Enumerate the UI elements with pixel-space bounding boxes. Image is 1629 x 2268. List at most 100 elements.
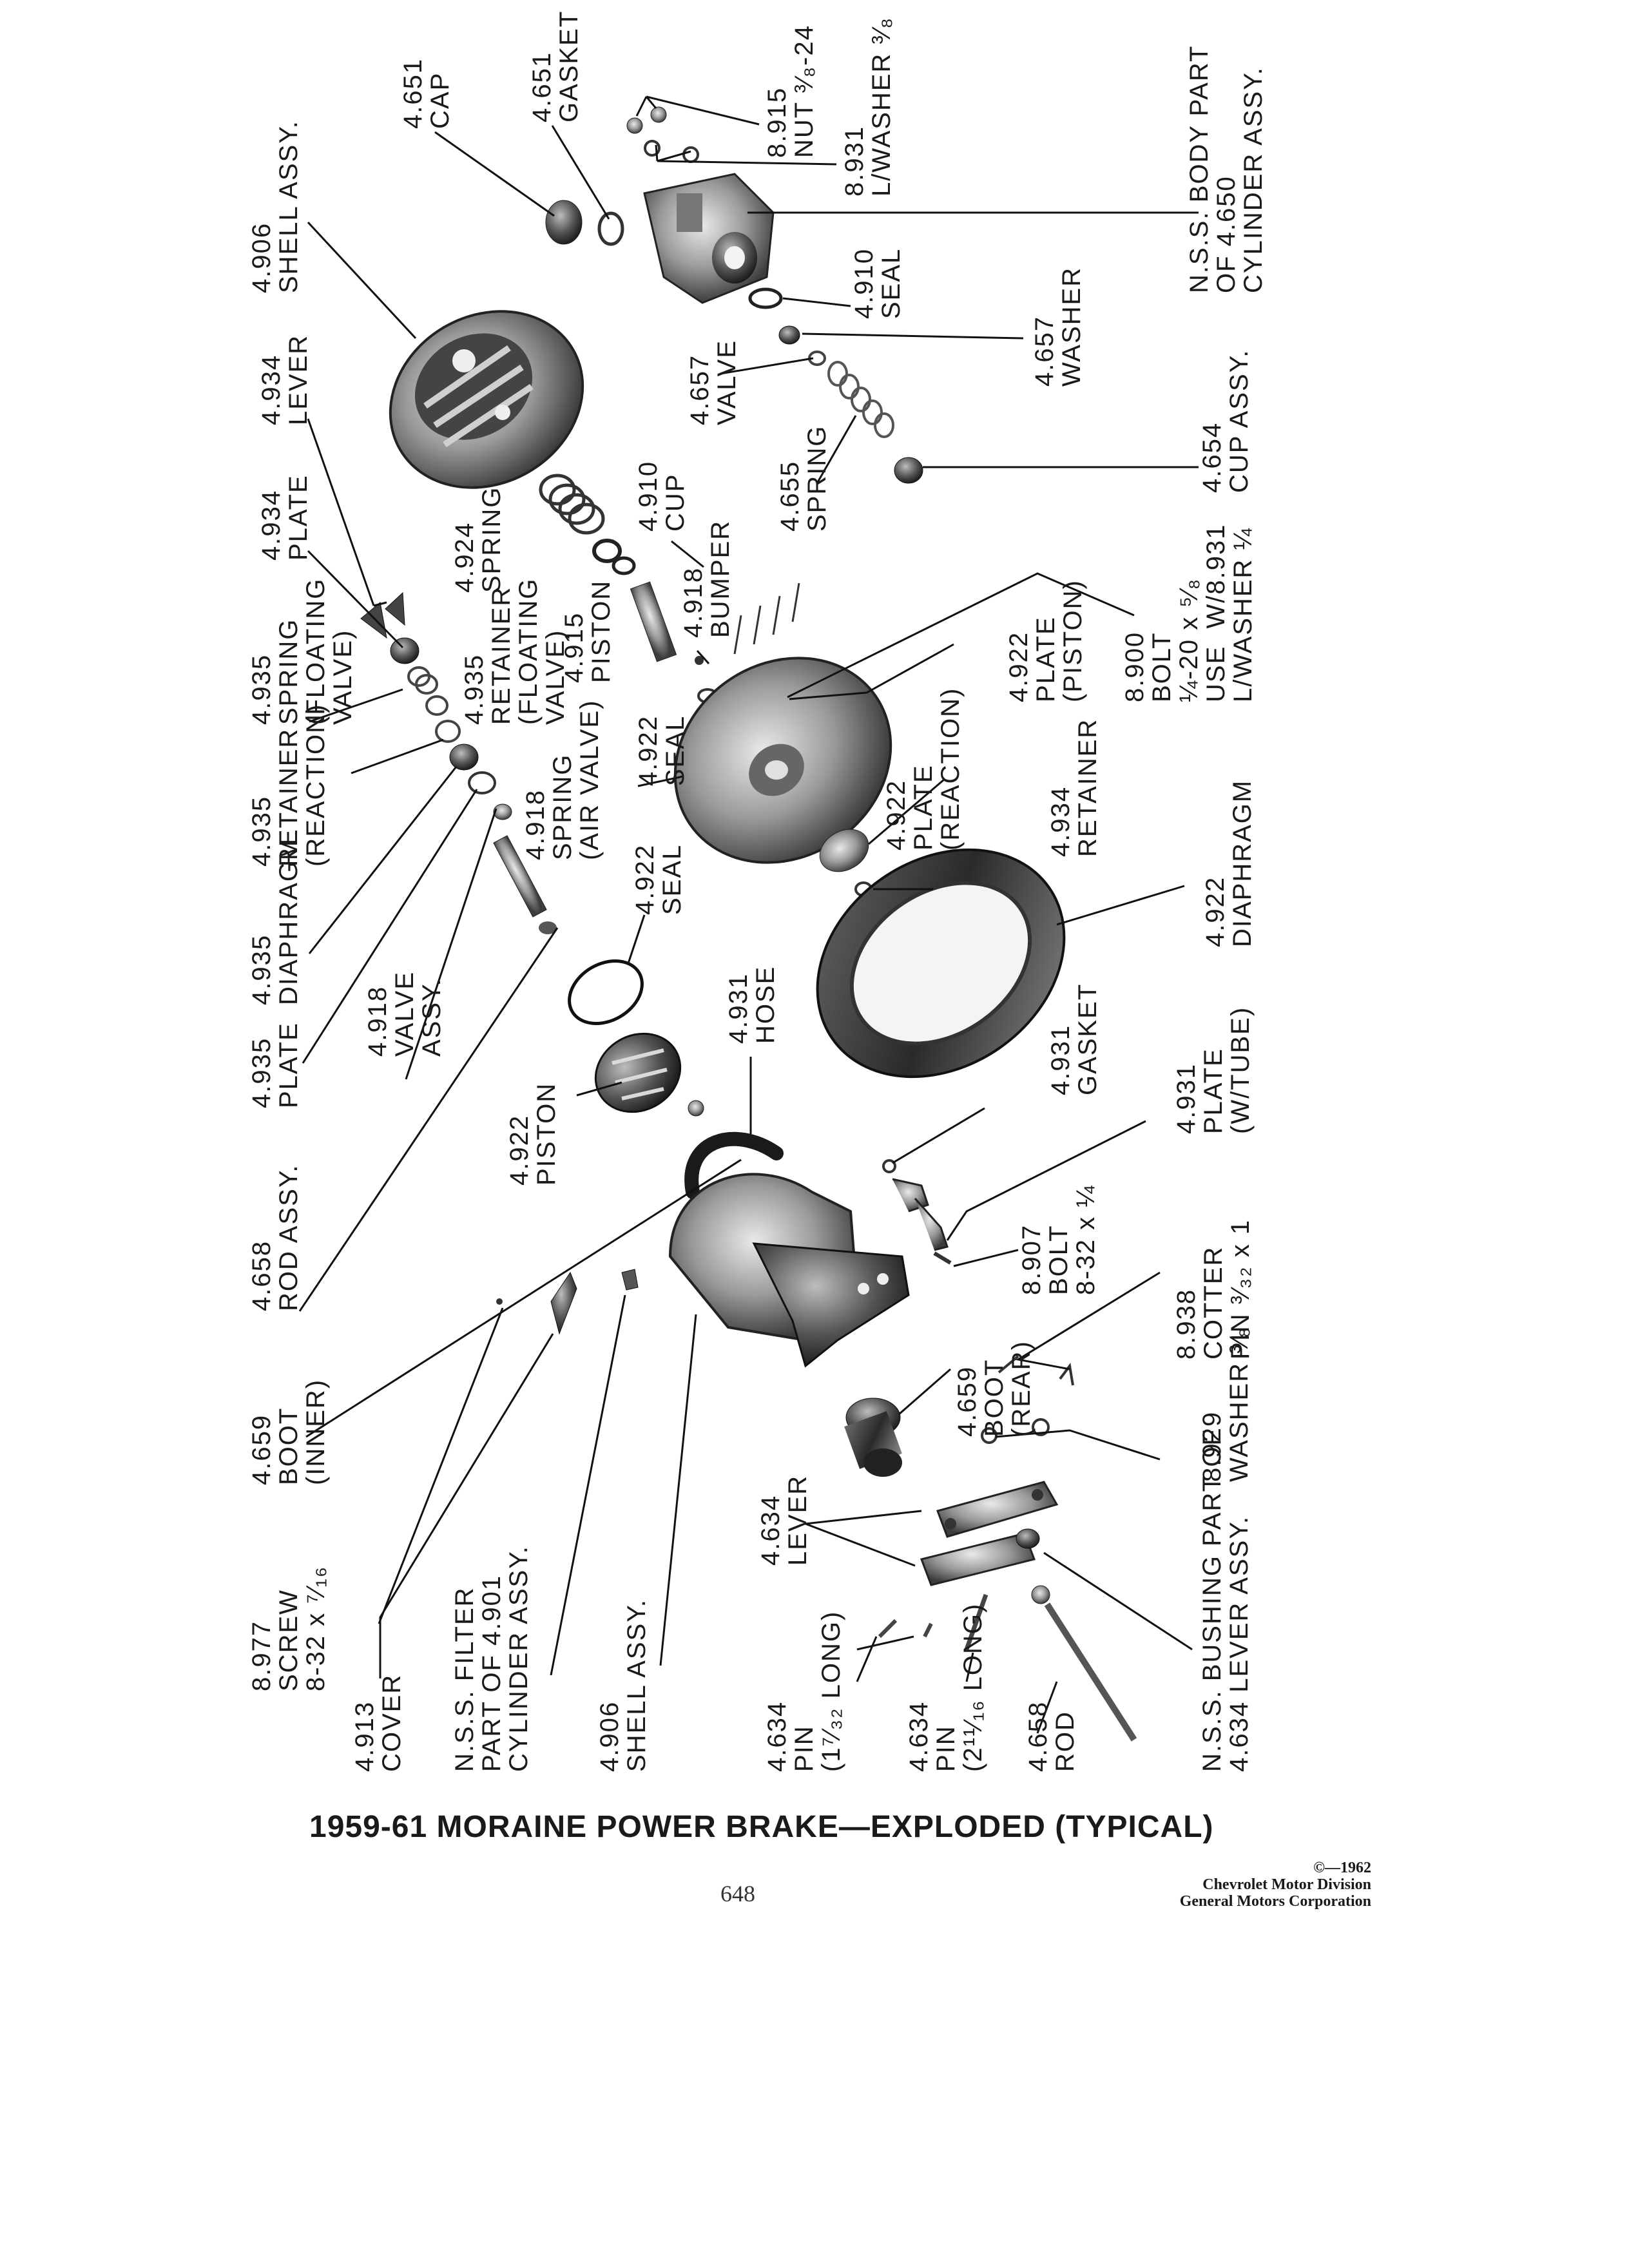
callout-lever-2: 4.634 LEVER [757, 1474, 812, 1566]
credit-line-2: General Motors Corporation [1179, 1893, 1371, 1910]
callout-gasket-2: 4.931 GASKET [1046, 983, 1102, 1095]
callout-nut: 8.915 NUT ³⁄₈-24 [763, 24, 818, 158]
cup-part-2 [592, 539, 622, 563]
callout-pin-short: 4.634 PIN (1⁷⁄₃₂ LONG) [763, 1610, 845, 1772]
piston-rod-part [630, 581, 677, 662]
cup-part-3 [612, 556, 636, 575]
rear-shell-part [668, 1173, 910, 1368]
callout-screw: 8.977 SCREW 8-32 x ⁷⁄₁₆ [247, 1565, 330, 1691]
callout-front-shell: 4.906 SHELL ASSY. [247, 120, 303, 293]
credit-line-1: Chevrolet Motor Division [1202, 1876, 1371, 1893]
figure-caption: 1959-61 MORAINE POWER BRAKE—EXPLODED (TY… [309, 1810, 1214, 1844]
retainer-part-2 [435, 720, 461, 743]
diaphragm-part [816, 848, 1066, 1079]
washer-part-3 [981, 1427, 998, 1444]
cup-part [894, 457, 923, 484]
callout-pin-long: 4.634 PIN (2¹¹⁄₁₆ LONG) [905, 1602, 987, 1772]
callout-reaction-plate: 4.922 PLATE (REACTION) [882, 687, 965, 850]
cylinder-body-part [643, 173, 775, 304]
callout-cup-assy: 4.654 CUP ASSY. [1198, 349, 1253, 493]
nut-part [626, 117, 643, 134]
hose-part [684, 1131, 784, 1199]
callout-rod: 4.658 ROD [1024, 1700, 1079, 1772]
callout-bushing: N.S.S. BUSHING PART OF 4.634 LEVER ASSY. [1198, 1428, 1253, 1772]
callout-valve-assy: 4.918 VALVE ASSY. [363, 970, 446, 1057]
callout-rear-shell: 4.906 SHELL ASSY. [595, 1599, 651, 1772]
callout-plate-tube: 4.931 PLATE (W/TUBE) [1172, 1006, 1255, 1134]
bumper-part [695, 656, 704, 665]
lever-plates-part [920, 1481, 1059, 1586]
plate-part-2 [468, 771, 496, 794]
gasket-small-part [882, 1159, 896, 1173]
callout-spring: 4.655 SPRING [776, 425, 831, 532]
exploded-parts-diagram [298, 95, 1199, 1742]
callout-seal: 4.910 SEAL [850, 247, 905, 319]
floating-spring-part [407, 666, 438, 695]
cotter-pin-part-2 [1059, 1363, 1074, 1386]
callout-bumper: 4.918 BUMPER [679, 519, 735, 638]
callout-plate-2: 4.935 PLATE [247, 1022, 303, 1108]
callout-rod-assy: 4.658 ROD ASSY. [247, 1164, 303, 1311]
lever-part-2 [385, 591, 405, 626]
callout-bolt-8900: 8.900 BOLT ¼-20 x ⁵⁄₈ USE W/8.931 L/WASH… [1121, 523, 1257, 702]
seal-part [748, 287, 783, 309]
callout-inner-boot: 4.659 BOOT (INNER) [247, 1378, 330, 1485]
filter-part [621, 1269, 639, 1291]
seal-ring-part [568, 959, 644, 1025]
callout-cover: 4.913 COVER [351, 1673, 406, 1772]
callout-rear-boot: 4.659 BOOT (REAR) [953, 1340, 1036, 1437]
page-number: 648 [720, 1881, 755, 1907]
plate-part [390, 637, 419, 664]
callout-seal-3: 4.922 SEAL [631, 843, 686, 915]
pin-long-part [964, 1593, 988, 1651]
pin-short-part-2 [923, 1622, 933, 1638]
washer-part [644, 140, 660, 157]
cover-part [550, 1271, 577, 1335]
callout-gasket: 4.651 GASKET [528, 10, 583, 122]
piston-spring-part [539, 474, 605, 535]
cotter-pin-part [998, 1355, 1019, 1374]
callout-small-diaphragm: 4.935 DIAPHRAGM [247, 837, 303, 1005]
callout-cylinder-body: N.S.S. BODY PART OF 4.650 CYLINDER ASSY. [1185, 44, 1268, 293]
retainer-part [425, 695, 448, 716]
callout-retainer: 4.934 RETAINER [1046, 718, 1102, 857]
small-nut-part [688, 1100, 704, 1117]
callout-piston-spring: 4.924 SPRING [450, 486, 506, 593]
callout-piston: 4.915 PISTON [560, 579, 615, 683]
callout-hose: 4.931 HOSE [724, 965, 780, 1044]
copyright-year: ©—1962 [1313, 1860, 1371, 1876]
callout-cast-piston: 4.922 PISTON [505, 1082, 561, 1186]
callout-bolt-8907: 8.907 BOLT 8-32 x ¼ [1017, 1184, 1100, 1295]
rod-part [1031, 1585, 1137, 1742]
rear-boot-part [844, 1398, 902, 1477]
callout-piston-plate: 4.922 PLATE (PISTON) [1005, 579, 1087, 702]
callout-lever: 4.934 LEVER [257, 334, 313, 425]
bolt-part [933, 1251, 952, 1265]
pin-short-part [878, 1619, 898, 1639]
spring-air-valve-part [493, 803, 512, 820]
callout-filter: N.S.S. FILTER PART OF 4.901 CYLINDER ASS… [450, 1545, 533, 1772]
lever-part [360, 602, 387, 639]
screw-part [496, 1298, 503, 1305]
callout-lockwasher: 8.931 L/WASHER ³⁄₈ [840, 16, 896, 197]
diaphragm-small-part [449, 744, 479, 771]
callout-plate: 4.934 PLATE [257, 474, 313, 561]
copyright-credit: ©—1962 Chevrolet Motor Division General … [1180, 1860, 1371, 1910]
leader-lines [298, 95, 1199, 1734]
spring-part [827, 361, 894, 438]
cast-piston-part [594, 1032, 682, 1113]
front-shell-part [389, 310, 584, 489]
callout-washer: 4.657 WASHER [1030, 266, 1086, 387]
callout-cap: 4.651 CAP [399, 57, 454, 129]
callout-air-valve-spring: 4.918 SPRING (AIR VALVE) [521, 699, 604, 860]
callout-seal-2: 4.922 SEAL [634, 715, 689, 786]
piston-plate-part [673, 657, 892, 864]
valve-assy-part [493, 835, 557, 934]
bolts-part [733, 582, 800, 655]
washer-part [778, 325, 800, 345]
cap-part [545, 200, 583, 245]
gasket-part [597, 211, 624, 246]
reaction-plate-part [819, 829, 869, 872]
bushing-part [1016, 1528, 1040, 1549]
nut-part [650, 106, 667, 123]
